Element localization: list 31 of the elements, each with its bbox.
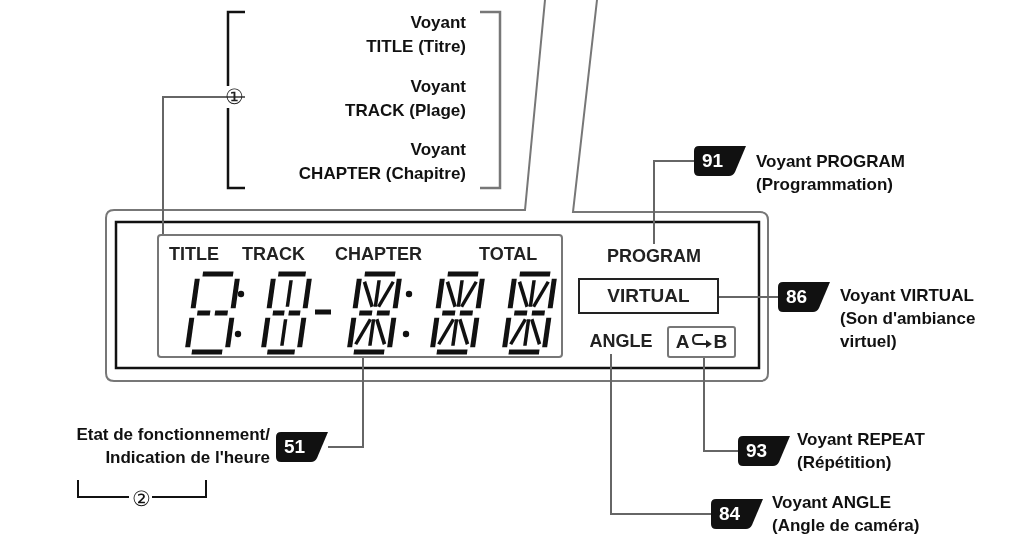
indicator-label: TITLE: [169, 244, 219, 265]
indicator-description: Voyant TITLE (Titre): [365, 12, 466, 58]
indicator-label: A: [675, 331, 690, 353]
indicator-label: ANGLE: [579, 328, 663, 354]
page-reference-badge: 91: [694, 146, 746, 176]
indicator-label: CHAPTER: [335, 244, 422, 265]
indicator-description: Voyant CHAPTER (Chapitre): [297, 139, 466, 185]
leader-line: [653, 160, 695, 245]
leader-line: [718, 296, 779, 298]
indicator-description: Voyant PROGRAM (Programmation): [756, 151, 906, 196]
indicator-label: PROGRAM: [596, 244, 712, 268]
leader-line: [610, 353, 712, 515]
indicator-description: Voyant TRACK (Plage): [344, 76, 466, 122]
digit-display-panel: [157, 234, 563, 358]
indicator-description: Voyant REPEAT (Répétition): [797, 429, 926, 474]
page-reference-badge: 93: [738, 436, 790, 466]
indicator-label: VIRTUAL: [578, 278, 719, 314]
indicator-description: Etat de fonctionnement/ Indication de l'heure: [75, 424, 270, 469]
indicator-label: B: [713, 331, 728, 353]
page-reference-badge: 84: [711, 499, 763, 529]
indicator-description: Voyant VIRTUAL (Son d'ambiance virtuel): [840, 285, 977, 353]
repeat-indicator: [667, 326, 736, 358]
indicator-description: Voyant ANGLE (Angle de caméra): [772, 492, 921, 537]
leader-line: [162, 96, 246, 235]
page-reference-badge: 51: [276, 432, 328, 462]
leader-line: [327, 357, 364, 448]
callout-number: ②: [131, 487, 151, 511]
indicator-label: TRACK: [242, 244, 305, 265]
leader-line: [703, 357, 739, 452]
indicator-label: TOTAL: [479, 244, 538, 265]
page-reference-badge: 86: [778, 282, 830, 312]
